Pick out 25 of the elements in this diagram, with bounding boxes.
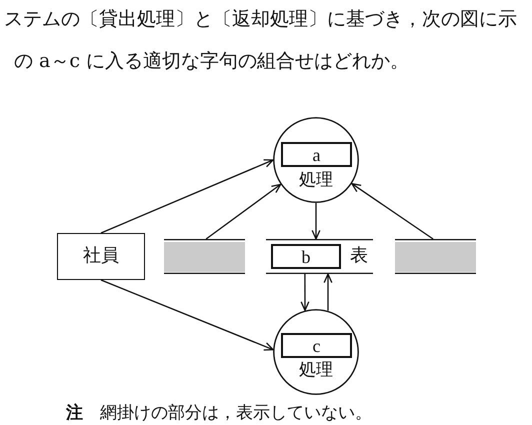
question-text: の a～c に入る適切な字句の組合せはどれか。	[14, 51, 410, 72]
shaded-data-store	[395, 239, 476, 274]
flow-arrow	[100, 279, 274, 351]
flow-arrow	[300, 274, 310, 312]
process-label: 処理	[299, 172, 333, 190]
external-entity-box	[57, 233, 145, 280]
flow-arrow	[100, 159, 274, 234]
flow-arrow	[324, 273, 332, 311]
entity-label: 社員	[83, 247, 119, 266]
blank-letter: c	[312, 336, 320, 354]
blank-box	[281, 333, 352, 358]
blank-letter: a	[312, 146, 320, 164]
blank-letter: b	[302, 248, 310, 266]
store-label: 表	[350, 247, 368, 266]
blank-box	[281, 142, 352, 167]
process-circle	[273, 309, 359, 395]
process-circle	[273, 117, 359, 203]
process-label: 処理	[299, 362, 333, 380]
shaded-data-store	[164, 239, 245, 274]
flow-arrow	[206, 184, 282, 240]
flow-arrow	[312, 203, 320, 240]
note-text: 注 網掛けの部分は，表示していない。	[66, 404, 372, 423]
blank-box	[271, 244, 341, 269]
flow-arrow	[351, 183, 434, 240]
question-text: ステムの〔貸出処理〕と〔返却処理〕に基づき，次の図に示	[4, 9, 517, 30]
